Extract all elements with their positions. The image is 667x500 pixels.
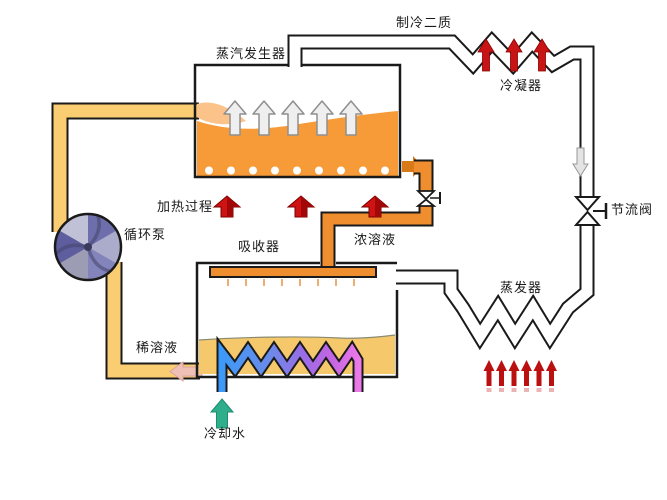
circulation-pump xyxy=(53,212,123,282)
absorber-tank xyxy=(195,261,399,392)
label-concentrated-solution: 浓溶液 xyxy=(354,232,397,247)
cooling-water-coil xyxy=(216,335,364,392)
solution-valve xyxy=(415,190,441,207)
absorber-walls xyxy=(195,261,399,379)
label-steam-generator: 蒸汽发生器 xyxy=(216,46,287,61)
generator-outline xyxy=(193,63,402,179)
concentrated-solution-pipe xyxy=(209,159,441,286)
cooling-water-arrow-icon xyxy=(209,398,235,429)
condenser-heat-arrows xyxy=(477,38,551,72)
label-refrigerant: 制冷二质 xyxy=(396,15,453,30)
label-absorber: 吸收器 xyxy=(238,239,281,254)
flow-down-arrow-icon xyxy=(572,147,589,177)
spray-header xyxy=(209,266,377,278)
label-condenser: 冷凝器 xyxy=(500,78,543,93)
label-heating-process: 加热过程 xyxy=(157,199,214,214)
evaporator-heat-arrows xyxy=(483,360,557,392)
label-dilute-solution: 稀溶液 xyxy=(136,340,179,355)
label-evaporator: 蒸发器 xyxy=(500,280,543,295)
throttle-valve xyxy=(573,196,608,226)
refrigerant-pipe xyxy=(287,30,595,351)
spray-drips xyxy=(227,279,355,286)
label-cooling-water: 冷却水 xyxy=(204,426,247,441)
label-throttle-valve: 节流阀 xyxy=(611,202,654,217)
heating-arrows xyxy=(212,195,390,218)
steam-generator xyxy=(193,63,423,179)
steam-arrows xyxy=(223,100,363,136)
generator-bubbles xyxy=(205,166,389,175)
label-circulation-pump: 循环泵 xyxy=(124,227,167,242)
